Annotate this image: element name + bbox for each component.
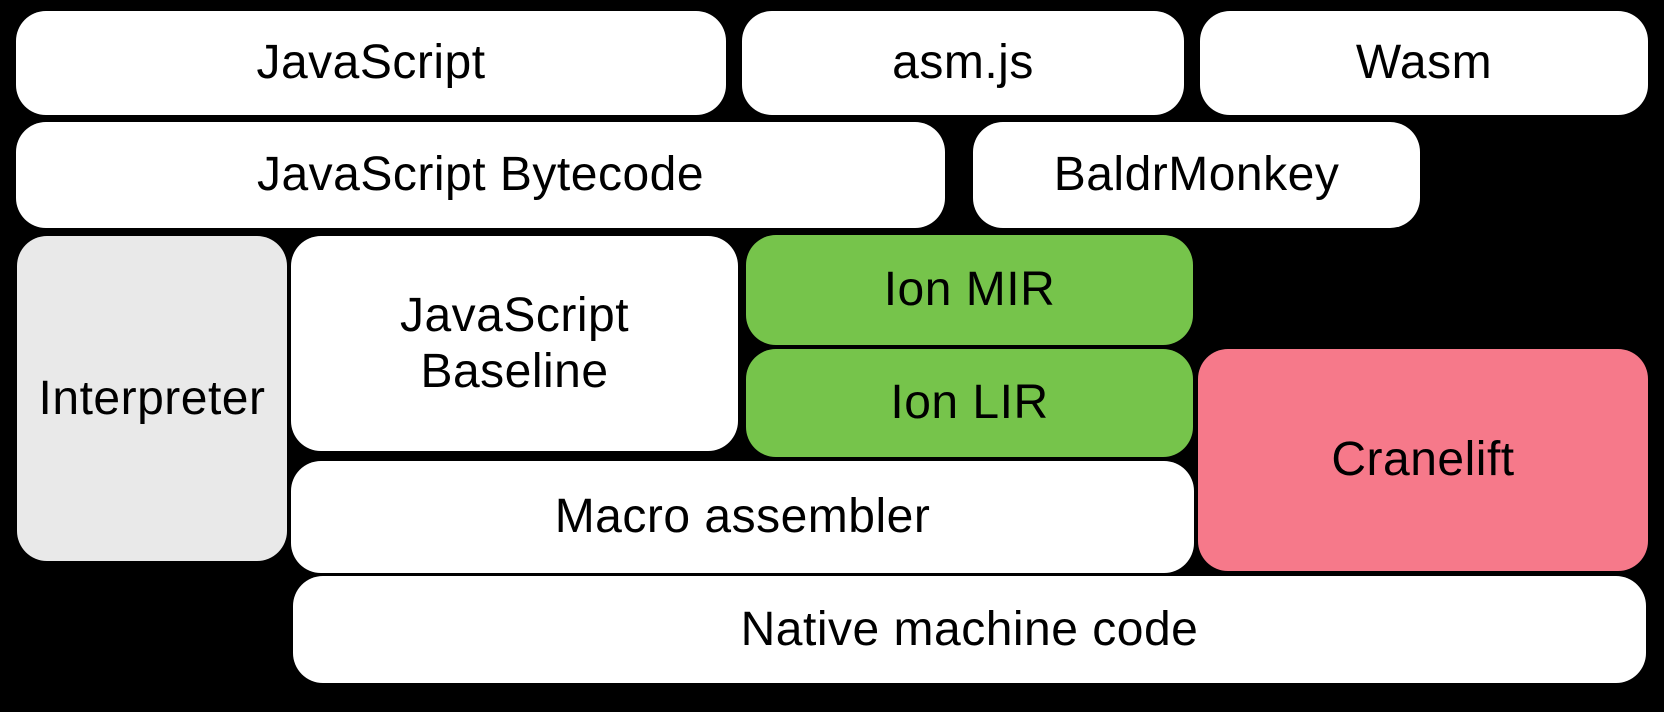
box-wasm: Wasm	[1200, 11, 1648, 115]
box-asm-js: asm.js	[742, 11, 1184, 115]
box-javascript-baseline: JavaScript Baseline	[291, 236, 738, 451]
box-native-machine-code: Native machine code	[293, 576, 1646, 683]
box-javascript: JavaScript	[16, 11, 726, 115]
box-javascript-bytecode: JavaScript Bytecode	[16, 122, 945, 228]
box-cranelift: Cranelift	[1198, 349, 1648, 571]
box-baldrmonkey: BaldrMonkey	[973, 122, 1420, 228]
box-ion-mir: Ion MIR	[746, 235, 1193, 345]
box-interpreter: Interpreter	[17, 236, 287, 561]
box-macro-assembler: Macro assembler	[291, 461, 1194, 573]
box-ion-lir: Ion LIR	[746, 349, 1193, 457]
